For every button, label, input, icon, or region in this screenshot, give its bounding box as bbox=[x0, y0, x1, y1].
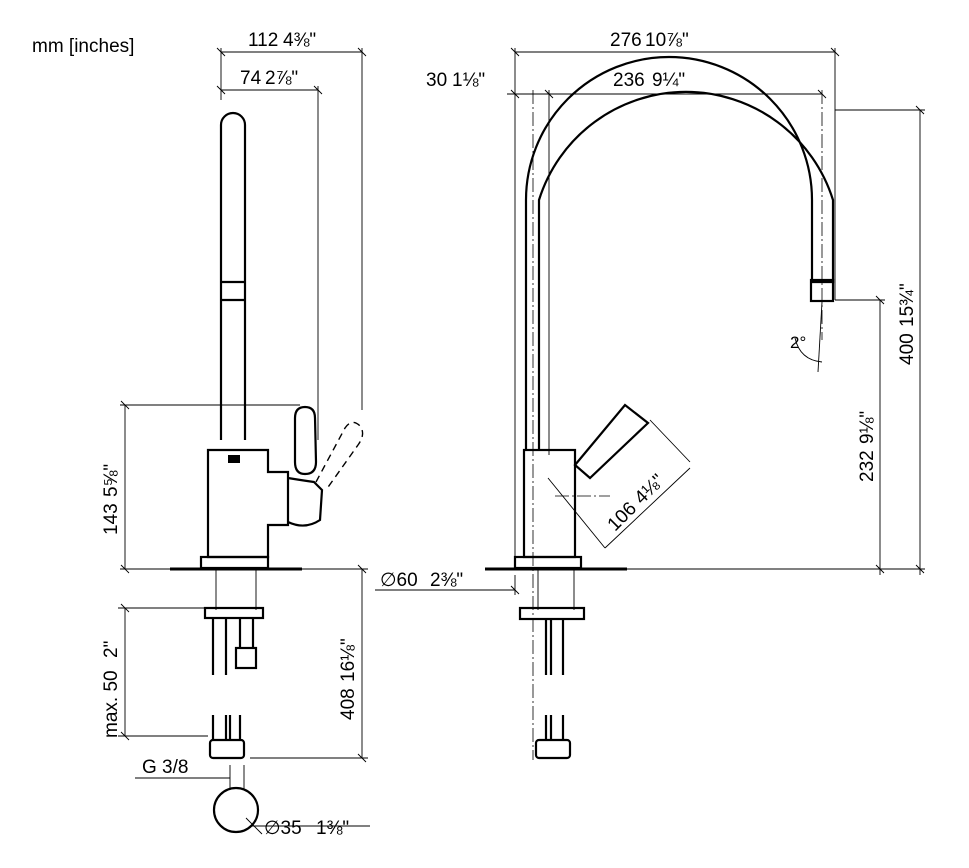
dim-spout-angle: 2° bbox=[790, 333, 806, 352]
side-lever bbox=[293, 405, 318, 476]
dim-height-body-mm: 143 bbox=[101, 503, 122, 535]
side-lever-open-position bbox=[315, 421, 364, 491]
dim-height-body-inch: 5⅝" bbox=[101, 464, 122, 497]
front-view: 276 10⅞" 236 9¼" 30 1⅛" 400 15¾" 232 9⅛"… bbox=[375, 30, 925, 760]
side-base-flange bbox=[199, 555, 270, 570]
dim-base-dia-mm: ∅60 bbox=[380, 570, 418, 591]
dim-width-lever-inch: 2⅞" bbox=[265, 68, 298, 89]
dim-reach-total-inch: 10⅞" bbox=[645, 30, 689, 51]
side-fixing-nut bbox=[203, 606, 265, 620]
front-body bbox=[522, 448, 577, 559]
dim-hose-length-mm: 408 bbox=[338, 688, 359, 720]
dim-width-total-inch: 4⅜" bbox=[283, 30, 316, 51]
dim-offset-inch: 1⅛" bbox=[452, 70, 485, 91]
dim-reach-spout-inch: 9¼" bbox=[652, 70, 685, 91]
dim-lever-length-mm: 106 bbox=[604, 498, 641, 535]
dim-reach-total-mm: 276 bbox=[610, 30, 642, 51]
side-lever-neck bbox=[287, 476, 324, 527]
dim-height-total-inch: 15¾" bbox=[897, 283, 918, 327]
front-hose-connector bbox=[534, 738, 572, 760]
dim-height-outlet-inch: 9⅛" bbox=[857, 411, 878, 444]
dim-hose-length-inch: 16⅛" bbox=[338, 638, 359, 682]
side-hoses bbox=[211, 618, 255, 675]
side-indicator-mark bbox=[228, 455, 240, 463]
front-lever bbox=[573, 403, 650, 480]
dim-max-thickness-mm: max. 50 bbox=[101, 670, 122, 738]
units-note: mm [inches] bbox=[32, 36, 134, 57]
side-spout-tube bbox=[219, 111, 247, 440]
dim-height-total-mm: 400 bbox=[897, 333, 918, 365]
dim-offset-mm: 30 bbox=[426, 70, 447, 91]
dim-lever-length-inch: 4⅛" bbox=[631, 470, 669, 508]
front-spout bbox=[524, 55, 835, 450]
dim-max-thickness-inch: 2" bbox=[101, 641, 122, 658]
side-body bbox=[206, 448, 290, 559]
side-hose-connector bbox=[208, 738, 246, 760]
dim-hole-dia-mm: ∅35 bbox=[264, 818, 302, 839]
dim-base-dia-inch: 2⅜" bbox=[430, 570, 463, 591]
side-view: 112 4⅜" 74 2⅞" 143 5⅝" max. 50 2" 408 16… bbox=[101, 30, 370, 839]
front-base-flange bbox=[513, 555, 583, 570]
dim-width-lever-mm: 74 bbox=[240, 68, 262, 89]
dim-height-outlet-mm: 232 bbox=[857, 450, 878, 482]
dim-thread: G 3/8 bbox=[142, 757, 188, 778]
front-hoses bbox=[544, 619, 565, 675]
dim-reach-spout-mm: 236 bbox=[613, 70, 645, 91]
mounting-hole bbox=[212, 786, 260, 834]
dim-hole-dia-inch: 1⅜" bbox=[316, 818, 349, 839]
dim-width-total-mm: 112 bbox=[248, 30, 278, 51]
